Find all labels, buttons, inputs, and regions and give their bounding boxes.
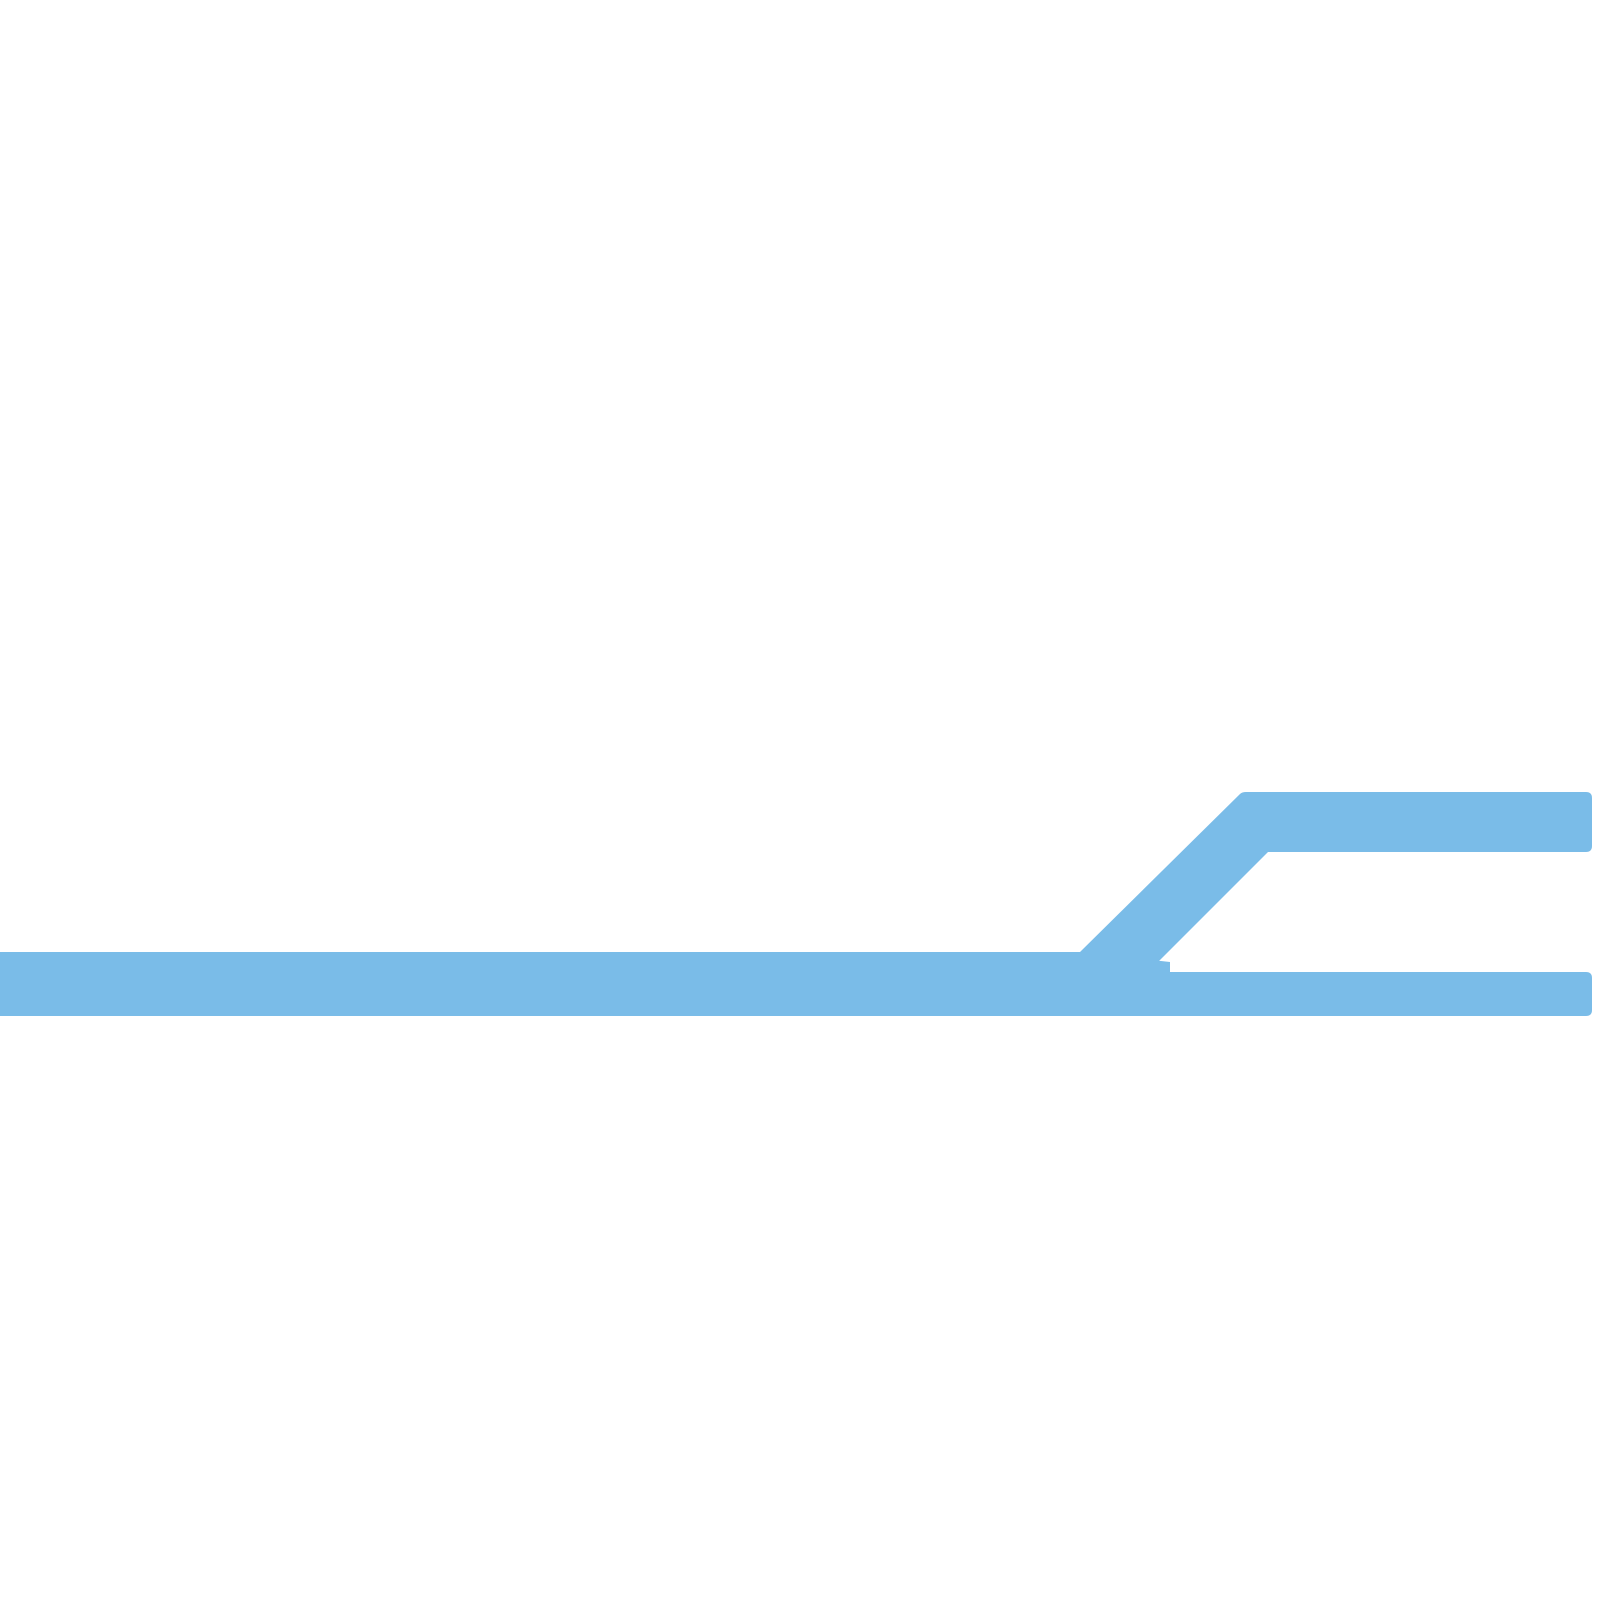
branch-track	[1080, 792, 1592, 1016]
main-track	[0, 952, 1170, 1016]
lower-spur	[1160, 972, 1592, 1016]
